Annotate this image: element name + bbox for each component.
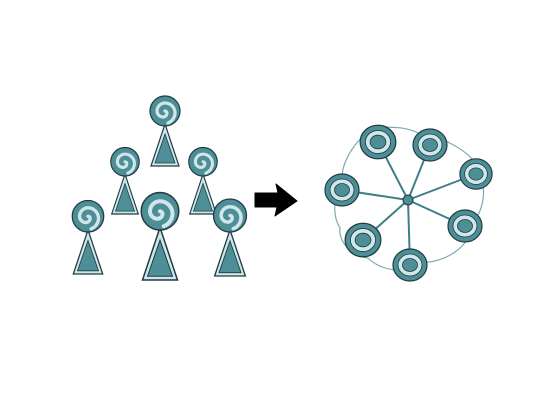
spiral-person-icon <box>70 198 106 276</box>
left-group-people <box>70 94 249 282</box>
ring-node-icon <box>359 124 397 160</box>
spiral-person-icon <box>187 145 219 216</box>
ring-node-icon <box>344 222 382 258</box>
hub-dot-icon <box>402 194 414 206</box>
ring-node-icon <box>324 173 360 207</box>
right-arrow-icon <box>254 183 298 217</box>
right-group-network <box>324 124 493 282</box>
spiral-person-icon <box>109 145 141 216</box>
ring-node-icon <box>412 128 448 162</box>
network-spokes <box>341 141 477 266</box>
spiral-person-icon <box>211 197 249 278</box>
ring-node-icon <box>459 158 493 190</box>
spiral-person-icon <box>139 190 181 282</box>
ring-node-icon <box>447 209 483 243</box>
spiral-person-icon <box>148 94 182 168</box>
ring-node-icon <box>392 248 428 282</box>
